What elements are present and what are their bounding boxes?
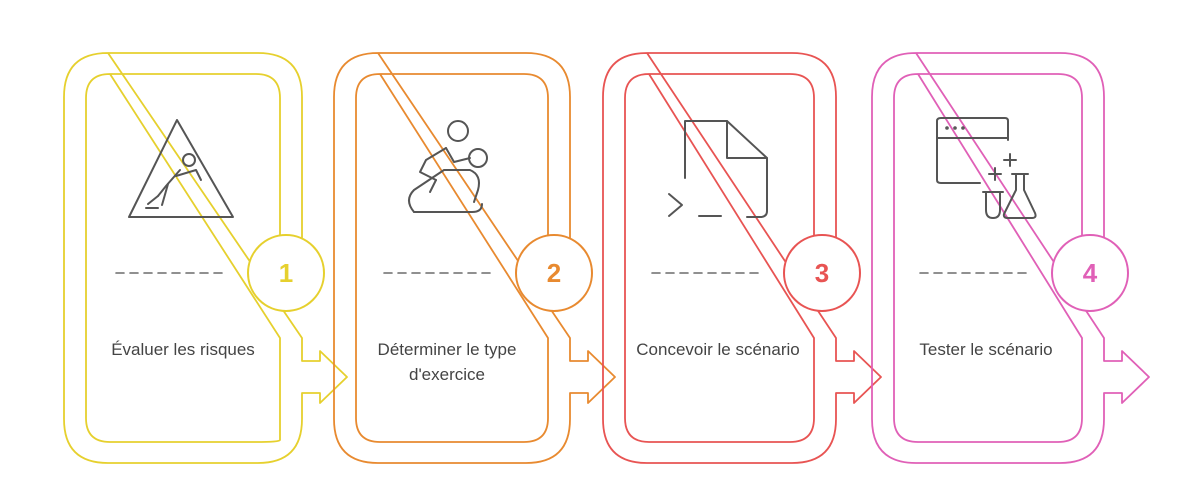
step-1-inner-frame [85, 73, 281, 443]
step-1-label: Évaluer les risques [111, 340, 255, 359]
script-file-terminal-icon [668, 120, 768, 218]
step-2-inner-frame [355, 73, 549, 443]
step-4-outer-frame [871, 52, 1150, 464]
step-4-label: Tester le scénario [919, 340, 1053, 359]
step-3-label: Concevoir le scénario [636, 340, 800, 359]
step-1 [63, 52, 348, 464]
exercise-bike-rider-icon [408, 120, 488, 213]
step-2 [333, 52, 616, 464]
step-3-number-badge: 3 [814, 257, 830, 288]
step-2-badge-circle [515, 234, 593, 312]
step-2-number-badge: 2 [546, 257, 562, 288]
step-4-inner-frame [893, 73, 1083, 443]
step-4 [871, 52, 1150, 464]
step-1-badge-circle [247, 234, 325, 312]
step-3 [602, 52, 882, 464]
step-1-number-badge: 1 [278, 257, 294, 288]
step-3-badge-circle [783, 234, 861, 312]
step-3-inner-frame [624, 73, 815, 443]
step-2-outer-frame [333, 52, 616, 464]
browser-lab-test-icon [936, 117, 1037, 219]
step-1-outer-frame [63, 52, 348, 464]
falling-hazard-warning-icon [128, 119, 234, 218]
step-2-label: Déterminer le type d'exercice [377, 340, 517, 384]
step-3-outer-frame [602, 52, 882, 464]
step-4-number-badge: 4 [1082, 257, 1098, 288]
step-4-badge-circle [1051, 234, 1129, 312]
